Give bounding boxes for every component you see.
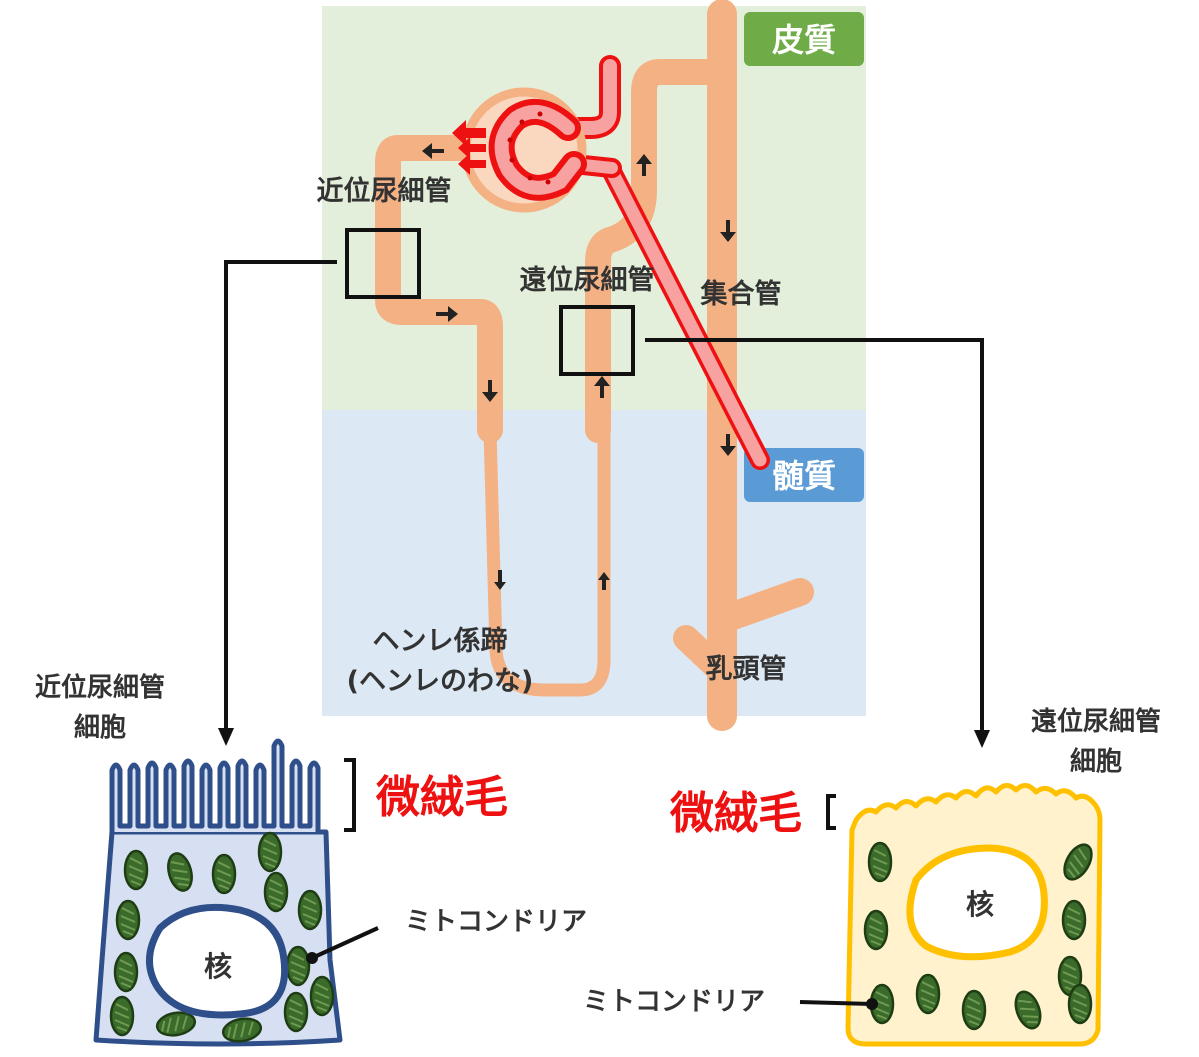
proximal-leader-arrowhead: [218, 728, 234, 746]
proximal-microvilli-bracket: [344, 760, 354, 830]
proximal-leader-line: [226, 262, 337, 732]
proximal-cell-title-2: 細胞: [74, 712, 126, 743]
distal-microvilli-label: 微絨毛: [669, 788, 802, 839]
proximal-microvilli: [112, 741, 318, 832]
label-henle-2: (ヘンレのわな): [347, 666, 534, 697]
label-papillary-duct: 乳頭管: [706, 654, 787, 685]
distal-nucleus-label: 核: [966, 888, 994, 921]
distal-leader-arrowhead: [974, 730, 990, 748]
cortex-label: 皮質: [772, 21, 836, 59]
proximal-mito-label: ミトコンドリア: [405, 907, 587, 937]
distal-cell-title-2: 細胞: [1070, 746, 1122, 777]
distal-mito-pointer: [800, 1002, 872, 1004]
proximal-mito-pointer-dot: [306, 952, 318, 964]
label-collecting-duct: 集合管: [700, 278, 782, 310]
proximal-microvilli-label: 微絨毛: [375, 772, 508, 823]
label-distal-tubule: 遠位尿細管: [520, 264, 655, 296]
distal-microvilli-bracket: [828, 796, 836, 828]
medulla-label: 髄質: [772, 457, 836, 495]
label-henle-1: ヘンレ係蹄: [373, 625, 508, 657]
proximal-cell: 核: [96, 741, 340, 1044]
distal-cell: 核: [848, 785, 1100, 1044]
distal-mito-pointer-dot: [866, 998, 878, 1010]
proximal-nucleus-label: 核: [204, 950, 232, 983]
label-proximal-tubule: 近位尿細管: [317, 175, 452, 207]
proximal-cell-title-1: 近位尿細管: [35, 672, 165, 703]
distal-cell-title-1: 遠位尿細管: [1031, 706, 1161, 737]
distal-mito-label: ミトコンドリア: [583, 987, 765, 1017]
